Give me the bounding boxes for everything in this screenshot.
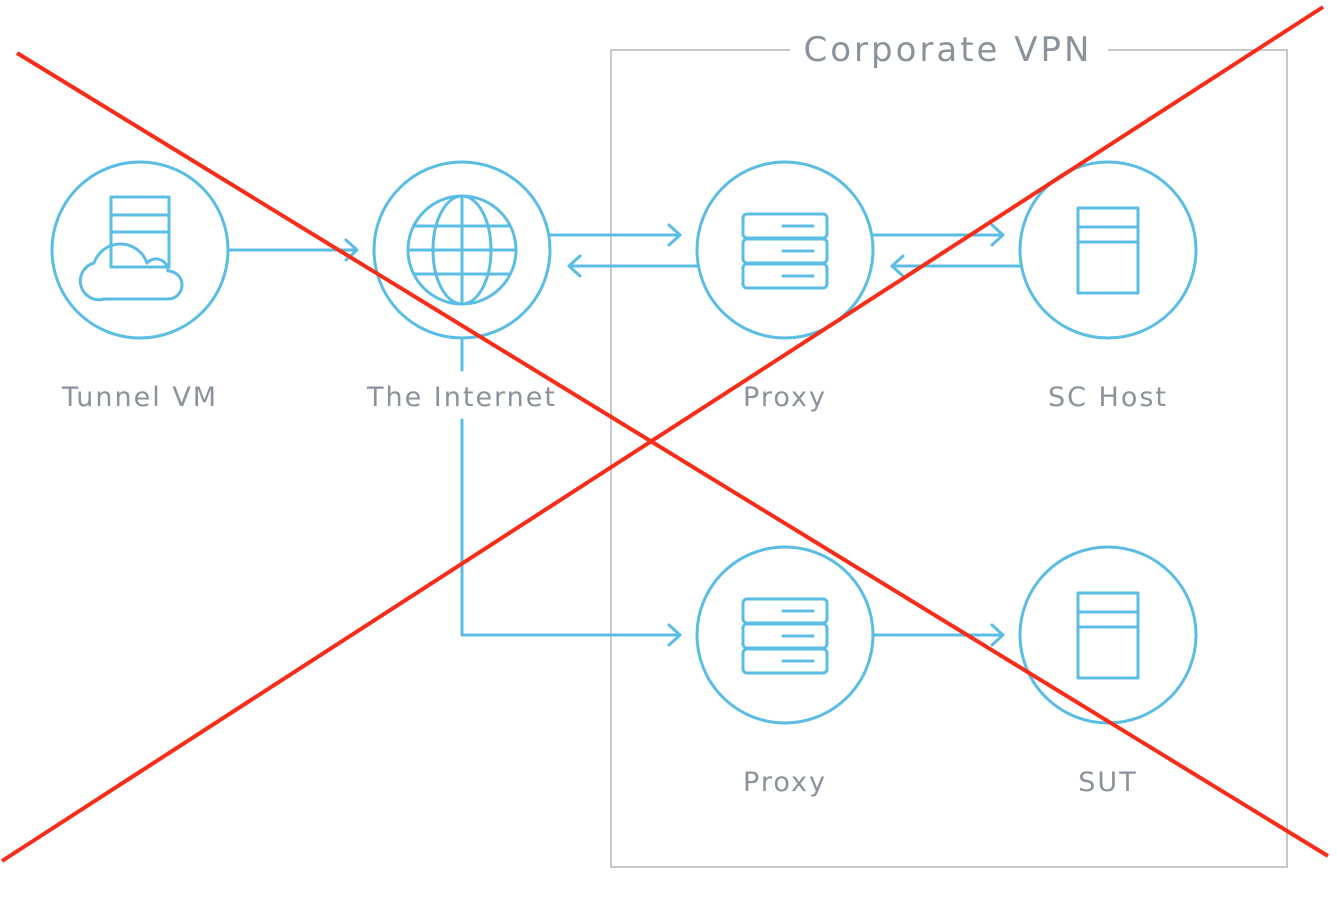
node-label: SC Host <box>1048 382 1168 413</box>
node-proxy-top: Proxy <box>695 160 875 413</box>
server-tower-icon <box>1076 206 1140 295</box>
arrowhead-right-icon <box>990 623 1005 647</box>
corporate-vpn-group: Corporate VPN <box>610 30 1288 868</box>
node-circle <box>695 545 875 725</box>
cloud-server-icon <box>78 195 184 302</box>
strike-line-descending <box>15 51 1330 858</box>
node-the-internet: The Internet <box>366 160 557 413</box>
server-rack-icon <box>741 597 829 675</box>
arrowhead-right-icon <box>667 223 682 247</box>
node-circle <box>1018 160 1198 340</box>
globe-icon <box>406 194 518 306</box>
arrowhead-right-icon <box>667 623 682 647</box>
connections <box>227 223 1022 647</box>
corporate-vpn-boundary <box>610 49 1288 868</box>
strike-line-ascending <box>0 5 1325 863</box>
arrowhead-left-icon <box>567 254 582 278</box>
server-tower-icon <box>1076 591 1140 680</box>
node-label: Proxy <box>743 382 827 413</box>
link-internet-to-proxy-bottom <box>460 418 682 637</box>
node-circle <box>695 160 875 340</box>
node-proxy-bottom: Proxy <box>695 545 875 798</box>
node-tunnel-vm: Tunnel VM <box>50 160 230 413</box>
node-circle <box>372 160 552 340</box>
node-circle <box>50 160 230 340</box>
red-x-strike <box>0 5 1330 863</box>
corporate-vpn-title: Corporate VPN <box>804 30 1093 70</box>
node-label: The Internet <box>366 382 557 413</box>
node-circle <box>1018 545 1198 725</box>
node-label: SUT <box>1078 767 1137 798</box>
arrowhead-right-icon <box>990 223 1005 247</box>
arrowhead-left-icon <box>890 254 905 278</box>
node-label: Proxy <box>743 767 827 798</box>
server-rack-icon <box>741 212 829 290</box>
node-sc-host: SC Host <box>1018 160 1198 413</box>
node-label: Tunnel VM <box>61 382 218 413</box>
